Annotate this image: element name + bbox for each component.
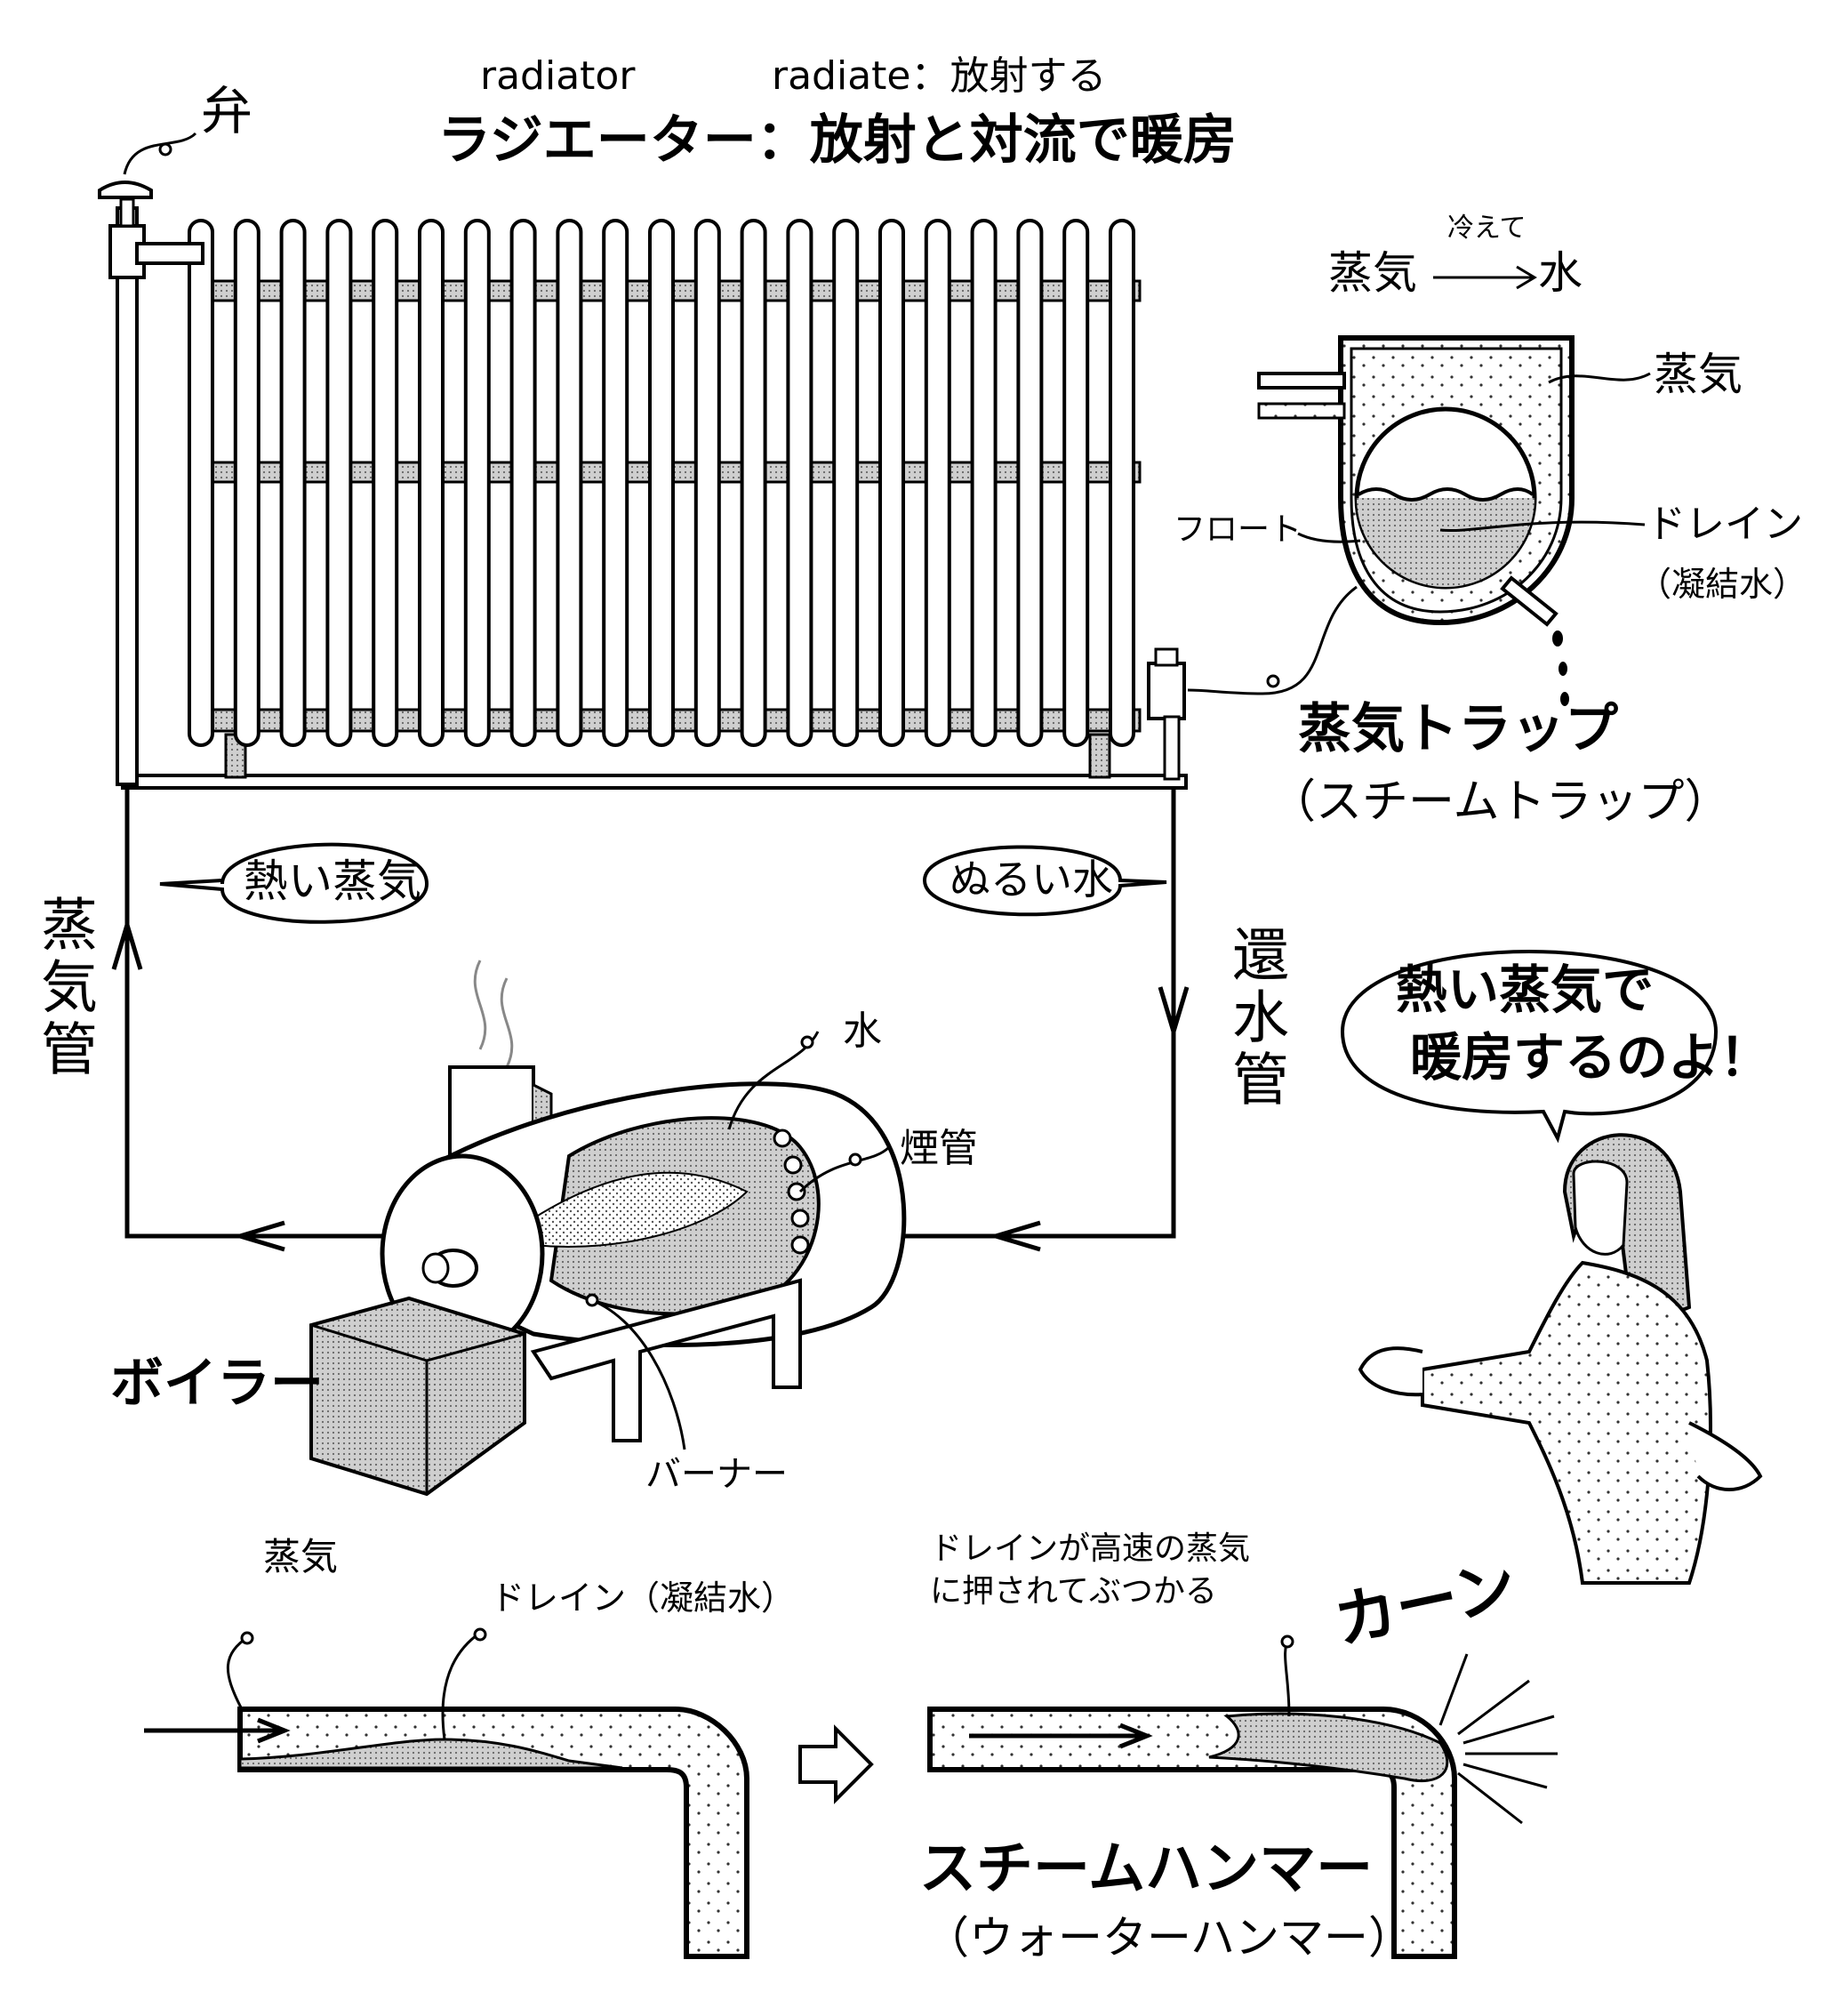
- steam-trap: [1187, 265, 1651, 706]
- piping-loop: [111, 786, 1190, 1252]
- radiator-column: [602, 219, 629, 747]
- arrow-right-icon: [144, 1717, 291, 1744]
- character-body: [1421, 1260, 1712, 1585]
- radiator-column: [463, 219, 491, 747]
- flue-tubes: [773, 1128, 810, 1255]
- steam-pipe-label: 蒸気管: [31, 895, 97, 1081]
- boiler: [309, 960, 907, 1497]
- speech-line-2: 暖房するのよ！: [1410, 1027, 1772, 1088]
- trap-steam-label: 蒸気: [1654, 349, 1743, 400]
- impact-burst-icon: [1438, 1653, 1558, 1825]
- trap-name-sub: （スチームトラップ）: [1270, 775, 1731, 829]
- arrow-right-icon: [969, 1723, 1153, 1749]
- radiator-column: [693, 219, 721, 747]
- hammer-diagrams: [144, 1627, 1558, 1959]
- boiler-water-label: 水: [843, 1008, 882, 1054]
- character: [1340, 950, 1763, 1585]
- drip-icon: [1559, 662, 1567, 676]
- valve-label: 弁: [201, 81, 253, 141]
- valve-handle-icon: [98, 181, 153, 199]
- title-en-definition: radiate：放射する: [772, 53, 1107, 99]
- arrow-down-icon: [1158, 978, 1190, 1040]
- hot-steam-label: 熱い蒸気: [244, 855, 421, 907]
- radiator-column: [325, 219, 353, 747]
- hammer-note-line-2: に押されてぶつかる: [930, 1573, 1217, 1610]
- radiator-column: [509, 219, 537, 747]
- lukewarm-label: ぬるい水: [950, 855, 1113, 904]
- boiler-label: ボイラー: [110, 1353, 324, 1415]
- title-en: radiator: [480, 53, 636, 99]
- radiator-column: [372, 219, 399, 747]
- character-face: [1572, 1160, 1629, 1256]
- trap-change-steam: 蒸気: [1328, 247, 1417, 299]
- lukewarm-balloon: [922, 845, 1167, 917]
- radiator-column: [1016, 219, 1044, 747]
- hammer-name-sub: （ウォーターハンマー）: [925, 1912, 1413, 1964]
- hammer-steam-label: 蒸気: [263, 1535, 339, 1578]
- hammer-name: スチームハンマー: [919, 1836, 1374, 1902]
- page-title: ラジエーター：放射と対流で暖房: [437, 109, 1237, 172]
- boiler-burner-label: バーナー: [645, 1454, 788, 1495]
- radiator-base-pipe: [121, 774, 1188, 790]
- return-pipe-label: 還水管: [1222, 925, 1288, 1112]
- hammer-note-line-1: ドレインが高速の蒸気: [930, 1530, 1251, 1567]
- radiator-column: [924, 219, 951, 747]
- radiator-column: [233, 219, 260, 747]
- transition-arrow-icon: [798, 1724, 874, 1804]
- radiator-column: [832, 219, 860, 747]
- trap-change-water: 水: [1538, 247, 1583, 299]
- arrow-left-icon: [232, 1220, 293, 1252]
- hammer-drain-label: ドレイン（凝結水）: [491, 1578, 796, 1618]
- speech-line-1: 熱い蒸気で: [1396, 960, 1655, 1020]
- hot-steam-balloon: [159, 842, 429, 924]
- trap-name: 蒸気トラップ: [1298, 698, 1618, 760]
- radiator-column: [970, 219, 998, 747]
- trap-float-label: フロート: [1174, 511, 1302, 548]
- drip-icon: [1560, 692, 1569, 706]
- steam-wisp-icon: [473, 960, 514, 1068]
- trap-drain-label: ドレイン: [1647, 502, 1803, 547]
- trap-drain-sub: （凝結水）: [1638, 565, 1807, 604]
- drip-icon: [1552, 631, 1563, 647]
- radiator-column: [556, 219, 583, 747]
- radiator-column: [279, 219, 307, 747]
- arrow-right-icon: [1433, 265, 1537, 290]
- radiator: [98, 132, 1188, 790]
- boiler-flue-label: 煙管: [900, 1126, 978, 1171]
- radiator-column: [648, 219, 675, 747]
- radiator-column: [1109, 219, 1135, 747]
- arrow-up-icon: [111, 917, 143, 978]
- boiler-stand: [530, 1278, 802, 1442]
- radiator-column: [740, 219, 767, 747]
- radiator-column: [188, 219, 214, 747]
- drain-slug: [1208, 1712, 1449, 1783]
- burner-flame-icon: [533, 1171, 749, 1248]
- trap-change-small: 冷えて: [1447, 213, 1526, 244]
- burner-box: [309, 1296, 526, 1497]
- radiator-column: [1062, 219, 1090, 747]
- steam-riser-pipe: [116, 206, 139, 786]
- arrow-left-icon: [988, 1220, 1049, 1252]
- speech-balloon: [1340, 950, 1719, 1144]
- water-surface: [1357, 487, 1534, 502]
- radiator-column: [878, 219, 905, 747]
- radiator-columns: [188, 219, 1135, 747]
- radiator-column: [418, 219, 445, 747]
- radiator-column: [786, 219, 813, 747]
